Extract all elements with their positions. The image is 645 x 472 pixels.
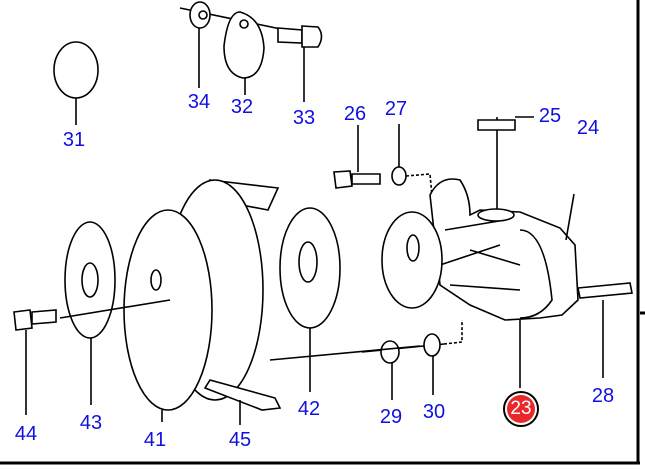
plug-31[interactable] xyxy=(53,41,99,99)
callout-30[interactable]: 30 xyxy=(422,401,446,423)
pulley-plate-43[interactable] xyxy=(64,221,116,339)
nut-34[interactable] xyxy=(189,1,211,29)
stud-28[interactable] xyxy=(577,282,633,299)
bolt-33[interactable] xyxy=(277,27,303,44)
bolt-26[interactable] xyxy=(333,170,353,189)
callout-23-label: 23 xyxy=(507,395,535,423)
callout-26[interactable]: 26 xyxy=(343,103,367,125)
callout-23-highlighted[interactable]: 23 xyxy=(503,391,539,427)
washer-27[interactable] xyxy=(391,166,407,186)
callout-42[interactable]: 42 xyxy=(297,398,321,420)
callout-25[interactable]: 25 xyxy=(538,105,562,127)
callout-34[interactable]: 34 xyxy=(187,91,211,113)
water-pump-housing-23[interactable] xyxy=(381,178,579,321)
callout-44[interactable]: 44 xyxy=(14,423,38,445)
gasket-32[interactable] xyxy=(223,11,265,79)
pulley-41[interactable] xyxy=(123,209,213,411)
callout-28[interactable]: 28 xyxy=(591,385,615,407)
callout-41[interactable]: 41 xyxy=(143,429,167,451)
washer-30[interactable] xyxy=(423,333,441,357)
callout-27[interactable]: 27 xyxy=(384,98,408,120)
callout-45[interactable]: 45 xyxy=(228,429,252,451)
bolt-44[interactable] xyxy=(13,309,33,331)
seal-25[interactable] xyxy=(477,119,516,131)
hub-plate-42[interactable] xyxy=(279,207,341,329)
callout-43[interactable]: 43 xyxy=(79,412,103,434)
nut-29[interactable] xyxy=(380,340,400,364)
callout-31[interactable]: 31 xyxy=(62,129,86,151)
v-belt-45[interactable] xyxy=(203,379,282,411)
callout-24[interactable]: 24 xyxy=(576,117,600,139)
callout-32[interactable]: 32 xyxy=(230,96,254,118)
callout-33[interactable]: 33 xyxy=(292,107,316,129)
callout-29[interactable]: 29 xyxy=(379,406,403,428)
